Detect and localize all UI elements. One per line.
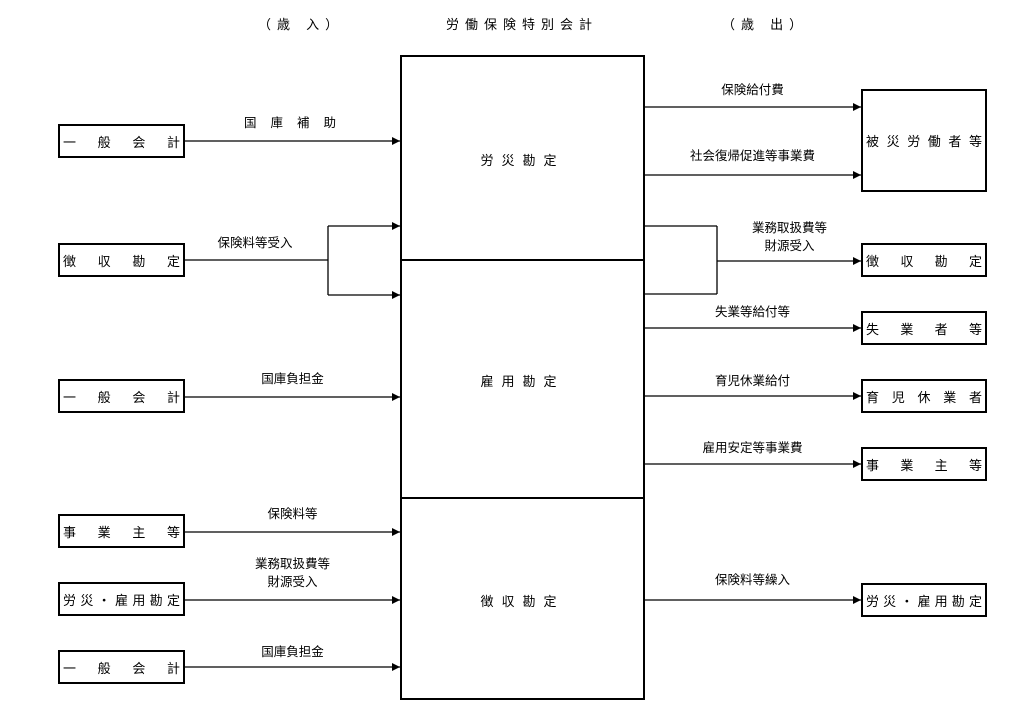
source-employers: 事業主等 (58, 514, 185, 548)
label-admin-fund-line2: 財源受入 (267, 574, 318, 589)
box-name-char: 事 (866, 458, 880, 474)
box-name-char: 定 (166, 254, 180, 270)
box-name-char: 会 (132, 661, 146, 677)
account-choushu: 徴収勘定 (480, 595, 565, 610)
source-rousai-koyou-accounts: 労災・雇用勘定 (58, 582, 185, 616)
dest-childcare-leave: 育児休業者 (861, 379, 987, 413)
box-name-char: 会 (132, 390, 146, 406)
box-name-char: 定 (968, 254, 982, 270)
box-name-char: 等 (968, 322, 982, 338)
box-name-char: 等 (968, 135, 982, 150)
box-name-char: 勘 (951, 594, 965, 610)
box-name-char: ・ (97, 593, 111, 609)
box-name-char: 被 (866, 135, 880, 150)
source-general-account-3: 一般会計 (58, 650, 185, 684)
label-admin-out-line2: 財源受入 (764, 238, 815, 253)
label-childcare: 育児休業給付 (714, 373, 790, 388)
label-insurance-benefits: 保険給付費 (721, 82, 784, 97)
label-admin-fund-line1: 業務取扱費等 (254, 556, 330, 571)
header-expenditure: （歳 出） (722, 18, 809, 33)
box-name-char: ・ (900, 594, 914, 610)
box-name-char: 勘 (934, 254, 948, 270)
box-name-char: 働 (927, 135, 941, 150)
dest-employers: 事業主等 (861, 447, 987, 481)
box-name-char: 等 (968, 458, 982, 474)
dest-injured-workers: 被災労働者等 (861, 89, 987, 192)
box-name-char: 会 (132, 135, 146, 151)
box-name-char: 収 (97, 254, 111, 270)
box-name-char: 般 (97, 661, 111, 677)
label-employment-stability: 雇用安定等事業費 (702, 440, 803, 455)
box-name-char: 計 (166, 135, 180, 151)
box-name-char: 等 (166, 525, 180, 541)
label-koyou-treasury: 国庫負担金 (261, 371, 324, 386)
account-rousai: 労災勘定 (480, 154, 565, 169)
dest-rousai-koyou-accounts: 労災・雇用勘定 (861, 583, 987, 617)
box-name-char: 業 (900, 458, 914, 474)
box-name-char: 雇 (114, 593, 128, 609)
box-name-char: 収 (900, 254, 914, 270)
box-name-char: 雇 (917, 594, 931, 610)
header-title: 労働保険特別会計 (446, 18, 599, 33)
source-general-account-2: 一般会計 (58, 379, 185, 413)
label-rehab-programs: 社会復帰促進等事業費 (689, 148, 815, 163)
label-premium-transfer: 保険料等繰入 (714, 572, 790, 587)
label-premiums: 保険料等 (267, 506, 318, 521)
central-accounts: 労災勘定 雇用勘定 徴収勘定 (400, 56, 645, 700)
box-name-char: 業 (943, 390, 957, 406)
box-name-char: 主 (132, 525, 146, 541)
box-name-char: 災 (883, 594, 897, 610)
box-name-char: 災 (886, 135, 900, 150)
box-name-char: 労 (866, 594, 880, 610)
box-name-char: 失 (866, 322, 880, 338)
header-revenue: （歳 入） (258, 18, 345, 33)
box-name-char: 勘 (132, 254, 146, 270)
box-name-char: 育 (866, 390, 880, 406)
label-admin-out-line1: 業務取扱費等 (751, 220, 827, 235)
box-name-char: 労 (63, 593, 77, 609)
box-name-char: 労 (907, 135, 921, 150)
account-koyou: 雇用勘定 (480, 375, 565, 390)
box-name-char: 徴 (63, 254, 77, 270)
box-name-char: 児 (891, 390, 905, 406)
source-collection-account: 徴収勘定 (58, 243, 185, 277)
box-name-char: 業 (900, 322, 914, 338)
box-name-char: 業 (97, 525, 111, 541)
box-name-char: 般 (97, 390, 111, 406)
box-name-char: 定 (166, 593, 180, 609)
box-name-char: 用 (132, 593, 146, 609)
box-name-char: 災 (80, 593, 94, 609)
box-name-char: 一 (63, 661, 77, 677)
label-unemployment: 失業等給付等 (714, 304, 790, 319)
box-name-char: 者 (968, 390, 982, 406)
box-name-char: 事 (63, 525, 77, 541)
box-name-char: 者 (934, 322, 948, 338)
box-name-char: 計 (166, 390, 180, 406)
box-name-char: 徴 (866, 254, 880, 270)
box-name-char: 主 (934, 458, 948, 474)
label-subsidy: 国 庫 補 助 (244, 115, 341, 130)
dest-unemployed: 失業者等 (861, 311, 987, 345)
box-name-char: 定 (968, 594, 982, 610)
box-name-char: 者 (948, 135, 962, 150)
box-name-char: 勘 (149, 593, 163, 609)
box-name-char: 用 (934, 594, 948, 610)
label-premium-receipt: 保険料等受入 (217, 235, 293, 250)
box-name-char: 一 (63, 135, 77, 151)
box-name-char: 計 (166, 661, 180, 677)
source-general-account-1: 一般会計 (58, 124, 185, 158)
dest-collection-account: 徴収勘定 (861, 243, 987, 277)
box-name-char: 一 (63, 390, 77, 406)
box-name-char: 休 (917, 390, 931, 406)
label-choushu-treasury: 国庫負担金 (261, 644, 324, 659)
box-name-char: 般 (97, 135, 111, 151)
